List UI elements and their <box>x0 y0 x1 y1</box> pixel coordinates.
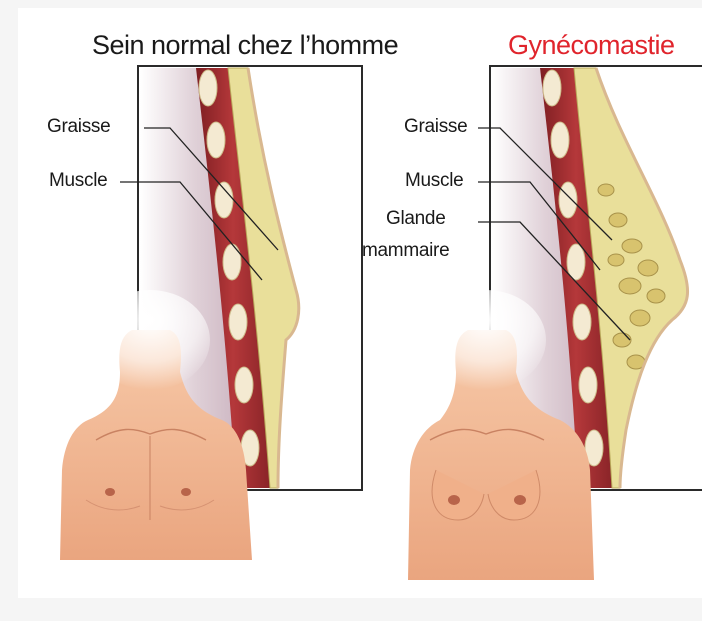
left-label-muscle: Muscle <box>49 170 107 192</box>
right-label-muscle: Muscle <box>405 170 463 192</box>
left-panel-title: Sein normal chez l’homme <box>92 30 398 61</box>
right-label-gland-line1: Glande <box>386 208 445 230</box>
right-label-gland-line2: mammaire <box>362 240 449 262</box>
right-panel-title: Gynécomastie <box>508 30 675 61</box>
left-label-fat: Graisse <box>47 116 110 138</box>
right-label-fat: Graisse <box>404 116 467 138</box>
